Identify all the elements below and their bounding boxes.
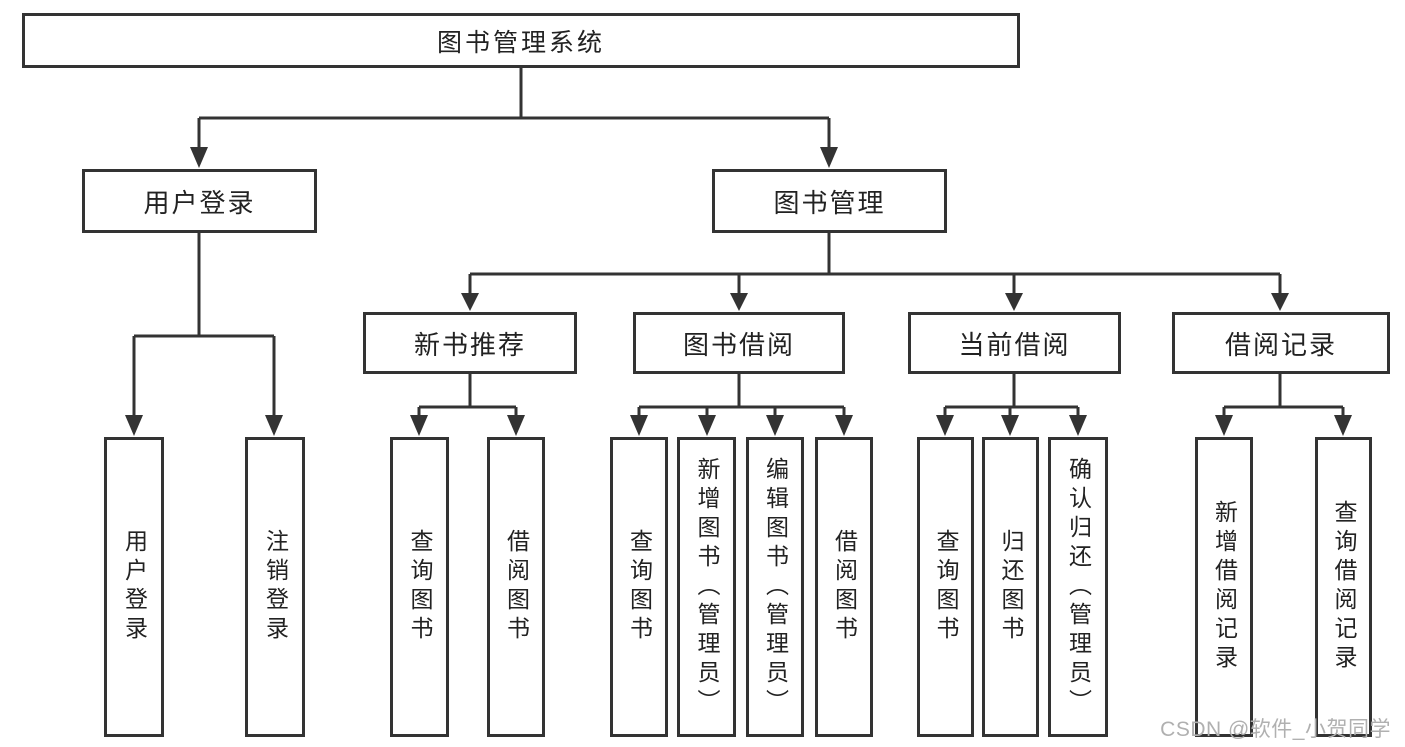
leaf-borrowing-edit-books-admin: 编辑图书（管理员）	[746, 437, 804, 737]
leaf-current-query-books: 查询图书	[917, 437, 974, 737]
leaf-recommend-query-books: 查询图书	[390, 437, 449, 737]
node-library-system: 图书管理系统	[22, 13, 1020, 68]
leaf-borrowing-add-books-admin: 新增图书（管理员）	[677, 437, 736, 737]
leaf-logout: 注销登录	[245, 437, 305, 737]
leaf-user-login: 用户登录	[104, 437, 164, 737]
leaf-borrowing-borrow-books: 借阅图书	[815, 437, 873, 737]
node-new-book-recommend: 新书推荐	[363, 312, 577, 374]
arrowheads	[125, 147, 1352, 436]
node-user-login: 用户登录	[82, 169, 317, 233]
watermark: CSDN @软件_小贺同学	[1160, 718, 1391, 741]
leaf-borrowing-query-books: 查询图书	[610, 437, 668, 737]
node-borrowing-records: 借阅记录	[1172, 312, 1390, 374]
leaf-current-confirm-return-admin: 确认归还（管理员）	[1048, 437, 1108, 737]
leaf-recommend-borrow-books: 借阅图书	[487, 437, 545, 737]
leaf-current-return-books: 归还图书	[982, 437, 1039, 737]
node-book-management: 图书管理	[712, 169, 947, 233]
leaf-records-add-record: 新增借阅记录	[1195, 437, 1253, 737]
node-current-borrowing: 当前借阅	[908, 312, 1121, 374]
node-book-borrowing: 图书借阅	[633, 312, 845, 374]
leaf-records-query-record: 查询借阅记录	[1315, 437, 1372, 737]
